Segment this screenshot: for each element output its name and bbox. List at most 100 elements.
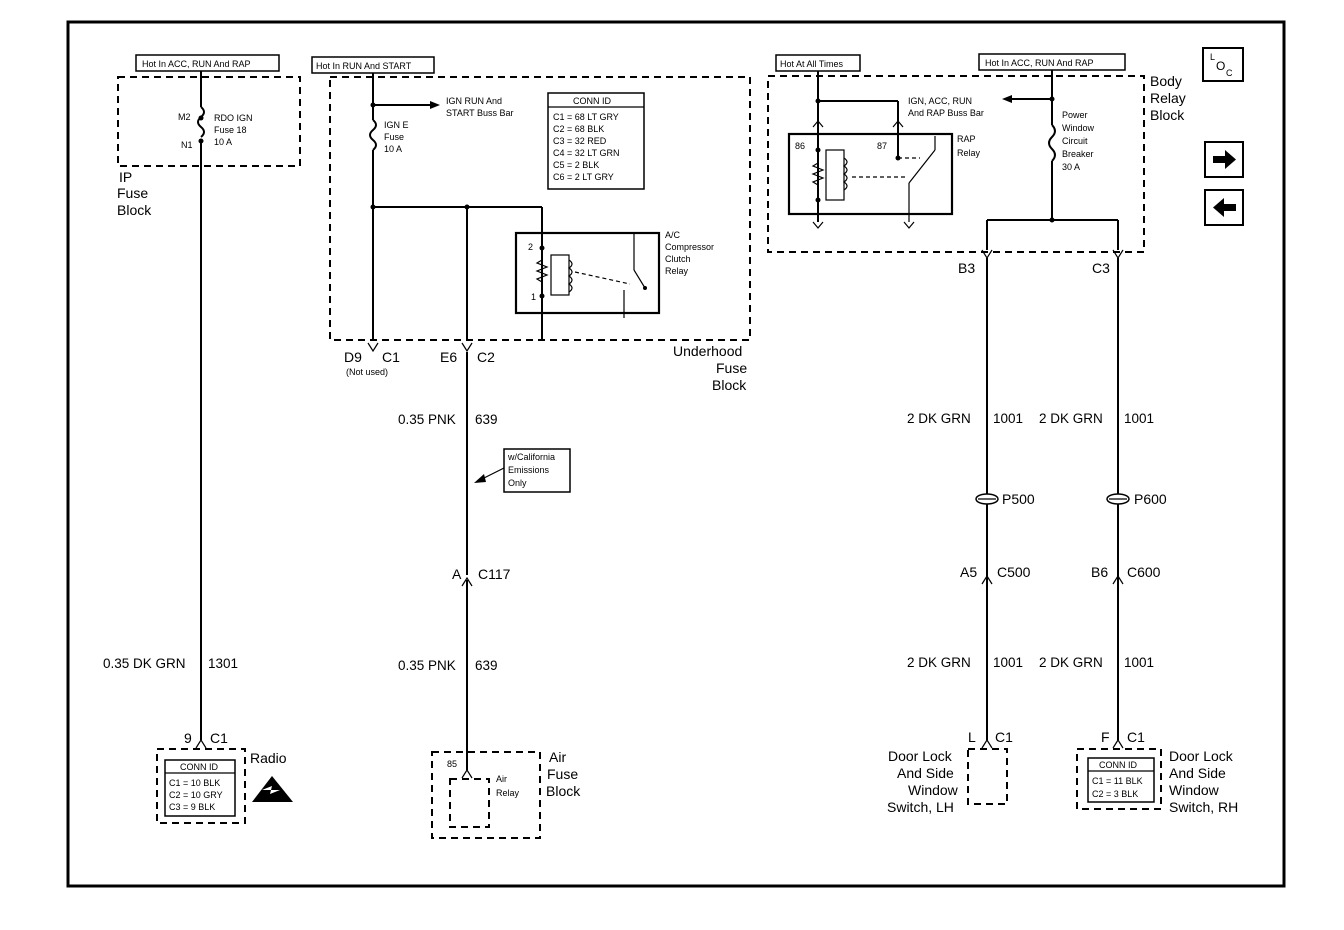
diagram-frame	[66, 20, 1286, 888]
c117-connector-symbol	[461, 576, 473, 587]
rh-switch-conn-id-title: CONN ID	[1099, 760, 1138, 770]
c117-pin-label: A	[452, 566, 462, 582]
underhood-name-1: Underhood	[673, 343, 742, 359]
air-relay-outline	[449, 778, 490, 828]
underhood-conn-row: C2 = 68 BLK	[553, 124, 604, 134]
california-note-box	[503, 448, 571, 493]
rdo-ign-fuse-label: RDO IGN	[214, 113, 253, 123]
radio-conn-row: C2 = 10 GRY	[169, 790, 223, 800]
air-fuse-block: 85 Air Relay Air Fuse Block	[431, 749, 581, 839]
not-used-label: (Not used)	[346, 367, 388, 377]
rap-buss-label-1: IGN, ACC, RUN	[908, 96, 972, 106]
e6-pin-label: E6	[440, 349, 457, 365]
c2-connector-symbol	[461, 342, 473, 353]
air-relay-label-1: Air	[496, 774, 507, 784]
b3-pin-label: B3	[958, 260, 975, 276]
loc-icon-o: O	[1216, 59, 1225, 73]
ip-fuse-block-outline	[117, 76, 301, 167]
radio-outline	[156, 748, 246, 824]
underhood-conn-row: C4 = 32 LT GRN	[553, 148, 619, 158]
underhood-hot-label: Hot In RUN And START	[316, 61, 412, 71]
ign-run-buss-label-2: START Buss Bar	[446, 108, 514, 118]
underhood-name-3: Block	[712, 377, 747, 393]
breaker-label-4: Breaker	[1062, 149, 1094, 159]
air-fuse-block-name-2: Fuse	[547, 766, 578, 782]
wire-1301-color: 0.35 DK GRN	[103, 656, 186, 671]
loc-icon-l: L	[1210, 52, 1215, 62]
breaker-label-3: Circuit	[1062, 136, 1088, 146]
rdo-ign-fuse-symbol	[197, 106, 205, 138]
underhood-conn-row: C5 = 2 BLK	[553, 160, 599, 170]
radio: 9 C1 CONN ID C1 = 10 BLK C2 = 10 GRY C3 …	[156, 730, 293, 824]
radio-c1-connector-symbol	[195, 738, 207, 749]
arrow-right-icon	[1213, 150, 1236, 169]
ip-hot-label: Hot In ACC, RUN And RAP	[142, 59, 251, 69]
relay-coil-symbol	[567, 259, 573, 293]
air-relay-connector-symbol	[461, 768, 473, 779]
ip-fuse-block-name-2: Fuse	[117, 185, 148, 201]
underhood-conn-row: C1 = 68 LT GRY	[553, 112, 619, 122]
air-fuse-block-outline	[431, 751, 541, 839]
lh-switch-pin-label: L	[968, 729, 976, 745]
rap-relay-pin-87: 87	[877, 141, 887, 151]
air-relay-pin-85: 85	[447, 759, 457, 769]
relay-resistor-symbol	[535, 259, 549, 283]
radio-conn-id-title: CONN ID	[180, 762, 219, 772]
loc-icon-c: C	[1226, 68, 1233, 78]
p600-label: P600	[1134, 491, 1167, 507]
door-lock-switch-rh: F C1 CONN ID C1 = 11 BLK C2 = 3 BLK Door…	[1076, 729, 1238, 815]
rh-switch-pin-label: F	[1101, 729, 1110, 745]
california-note-1: w/California	[507, 452, 555, 462]
rh-switch-name-3: Window	[1169, 782, 1220, 798]
wire-639-color-top: 0.35 PNK	[398, 412, 456, 427]
ac-relay-label-1: A/C	[665, 230, 681, 240]
ign-e-fuse-symbol	[369, 119, 377, 151]
rh-switch-conn-id-table	[1087, 757, 1155, 803]
rh-switch-connector-symbol	[1112, 738, 1124, 749]
body-hot-all-times-label: Hot At All Times	[780, 59, 844, 69]
radio-label: Radio	[250, 750, 287, 766]
component-locator-button[interactable]: L O C	[1202, 47, 1244, 82]
ip-hot-label-box	[135, 54, 280, 72]
rh-wire-color-bottom: 2 DK GRN	[1039, 655, 1103, 670]
lh-switch-name-3: Window	[908, 782, 959, 798]
c1-connector-label: C1	[382, 349, 400, 365]
air-relay-label-2: Relay	[496, 788, 520, 798]
lh-wire-color-top: 2 DK GRN	[907, 411, 971, 426]
ac-relay-label-4: Relay	[665, 266, 689, 276]
radio-pin-label: 9	[184, 730, 192, 746]
ac-relay-label-2: Compressor	[665, 242, 714, 252]
ip-n1-label: N1	[181, 140, 193, 150]
previous-page-button[interactable]	[1204, 189, 1244, 226]
rh-switch-name-1: Door Lock	[1169, 748, 1234, 764]
rh-switch-conn-label: C1	[1127, 729, 1145, 745]
lh-wire-number-top: 1001	[993, 411, 1023, 426]
lh-wire-color-bottom: 2 DK GRN	[907, 655, 971, 670]
rap-relay-label-1: RAP	[957, 134, 976, 144]
ac-relay-label-3: Clutch	[665, 254, 691, 264]
ac-compressor-clutch-relay	[514, 231, 661, 315]
ign-e-fuse-label: IGN E	[384, 120, 409, 130]
wire-639: 0.35 PNK 639 w/California Emissions Only…	[398, 352, 571, 770]
lh-switch-connector-symbol	[981, 738, 993, 749]
body-relay-name-3: Block	[1150, 107, 1185, 123]
underhood-conn-row: C6 = 2 LT GRY	[553, 172, 614, 182]
next-page-button[interactable]	[1204, 141, 1244, 178]
radio-conn-id-table	[164, 759, 236, 817]
c117-connector-label: C117	[478, 566, 511, 582]
c1-connector-symbol	[367, 342, 379, 353]
c500-connector-label: C500	[997, 564, 1031, 580]
p500-label: P500	[1002, 491, 1035, 507]
rh-switch-name-4: Switch, RH	[1169, 799, 1238, 815]
door-lock-switch-lh: L C1 Door Lock And Side Window Switch, L…	[887, 729, 1013, 815]
radio-conn-label: C1	[210, 730, 228, 746]
wire-1001-lh: 2 DK GRN 1001 P500 A5 C500 2 DK GRN 1001	[907, 258, 1035, 740]
air-fuse-block-name-1: Air	[549, 749, 566, 765]
lh-wire-number-bottom: 1001	[993, 655, 1023, 670]
california-note-3: Only	[508, 478, 527, 488]
body-relay-name-1: Body	[1150, 73, 1182, 89]
ip-m2-label: M2	[178, 112, 191, 122]
rh-wire-color-top: 2 DK GRN	[1039, 411, 1103, 426]
underhood-conn-row: C3 = 32 RED	[553, 136, 607, 146]
